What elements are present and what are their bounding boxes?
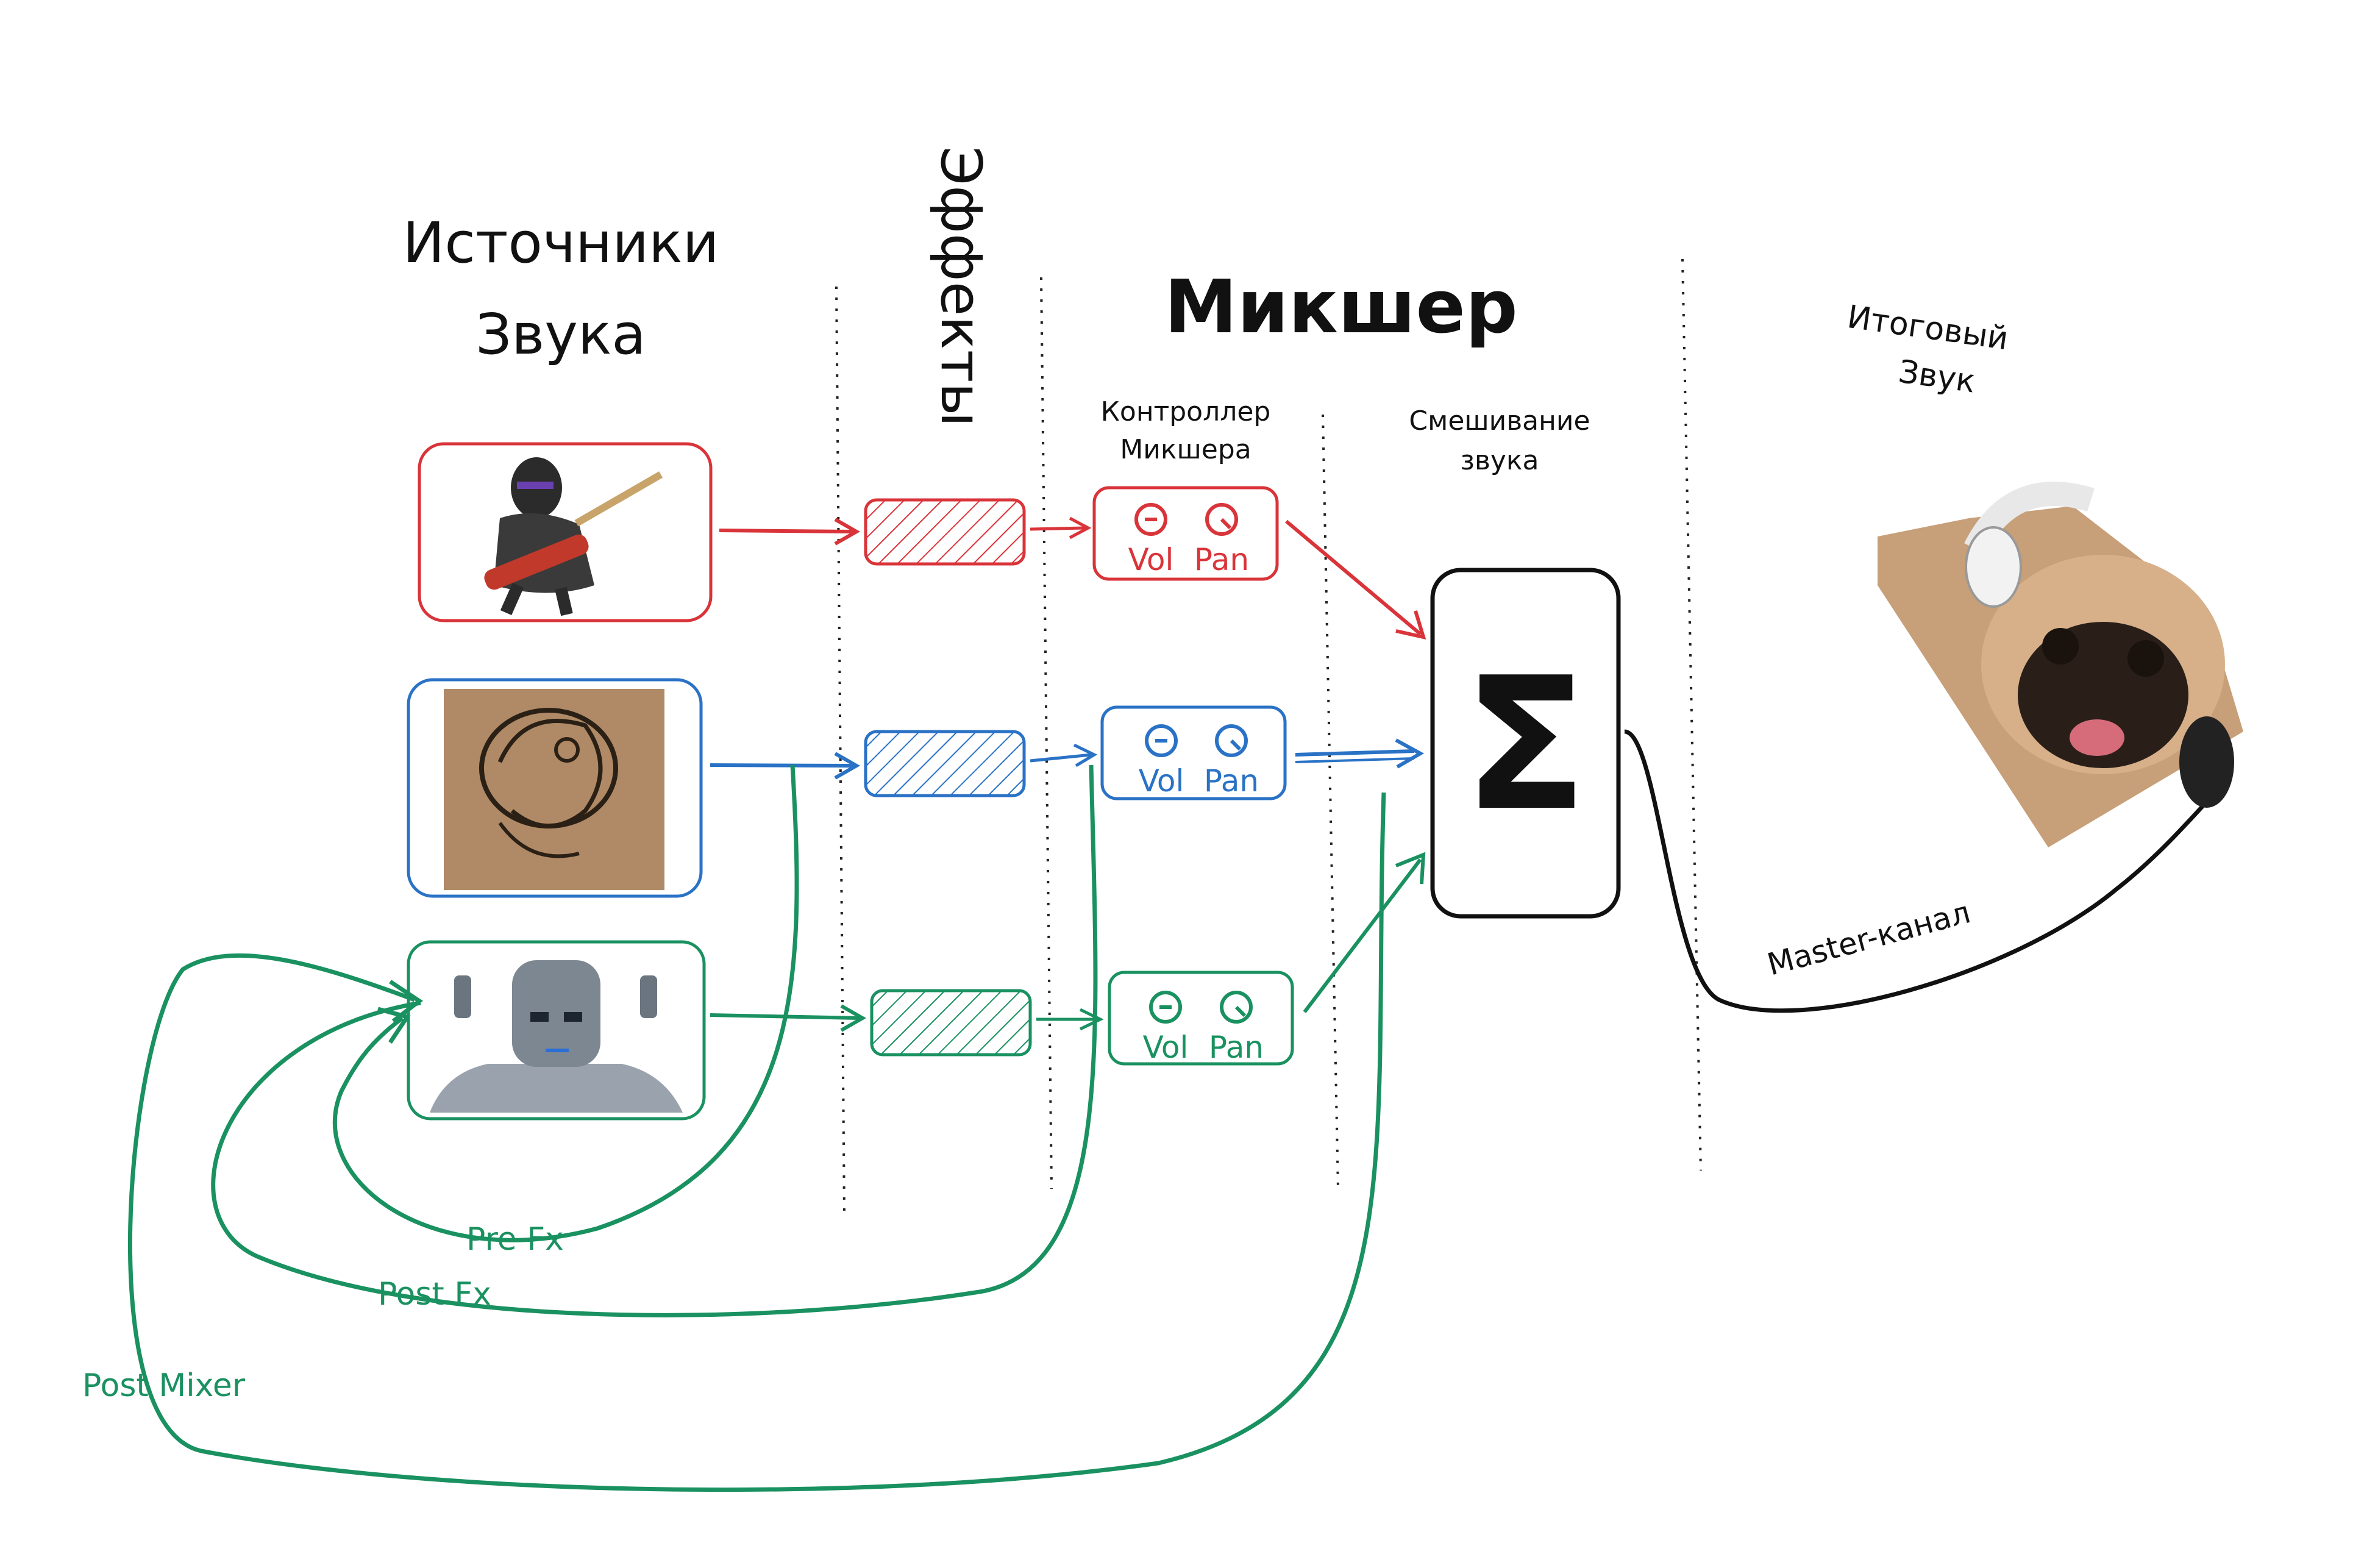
separator-effects-mixer: [1040, 277, 1053, 1189]
fx-block-2[interactable]: [864, 730, 1026, 797]
vol-label-3: Vol: [1143, 1030, 1189, 1065]
heading-sources-line1: Источники: [403, 210, 719, 276]
vol-label-2: Vol: [1139, 763, 1184, 799]
heading-output-line1: Итоговый: [1845, 299, 2010, 357]
heading-mixing-line2: звука: [1461, 445, 1539, 476]
fx-block-3[interactable]: [870, 989, 1032, 1057]
label-pre-fx: Pre Fx: [466, 1221, 564, 1258]
heading-output-line2: Звук: [1896, 354, 1978, 401]
pan-label-1: Pan: [1194, 542, 1249, 577]
master-cable: [1624, 729, 2227, 1013]
heading-mixer: Микшер: [1164, 265, 1518, 350]
pan-label-2: Pan: [1204, 763, 1259, 799]
sum-block: Σ: [1430, 568, 1621, 919]
controller-3[interactable]: [1108, 971, 1294, 1066]
routing-loops: [127, 764, 1386, 1492]
arrow-controller-2-to-sum: [1295, 749, 1415, 757]
sum-box[interactable]: [1430, 568, 1621, 919]
heading-mixing-line1: Смешивание: [1409, 405, 1590, 437]
heading-effects: Эффекты: [928, 146, 994, 427]
cyberman-robot-icon: [430, 960, 683, 1113]
vol-knob-1[interactable]: [1134, 503, 1167, 536]
separator-sources-effects: [835, 286, 846, 1214]
sum-symbol: Σ: [1463, 638, 1588, 851]
channel-1: Vol Pan: [418, 442, 1426, 640]
label-post-fx: Post Fx: [378, 1276, 491, 1313]
heading-controller-line1: Контроллер: [1101, 396, 1271, 427]
vol-knob-2[interactable]: [1145, 724, 1178, 757]
separator-controller-mixing: [1322, 414, 1339, 1189]
label-post-mixer: Post Mixer: [82, 1367, 246, 1404]
controller-1[interactable]: [1092, 486, 1279, 581]
pug-headphones-icon: [1878, 482, 2243, 847]
route-post-mixer: [127, 792, 1386, 1492]
arrow-controller-3-to-sum: [1303, 858, 1422, 1013]
separator-mixer-output: [1681, 258, 1702, 1171]
pan-knob-1[interactable]: [1205, 503, 1238, 536]
fish-sketch-icon: [444, 689, 664, 890]
column-separators: [835, 258, 1702, 1214]
headings: Источники Звука Эффекты Микшер Контролле…: [403, 146, 2011, 476]
heading-sources-line2: Звука: [475, 302, 646, 367]
channel-2: Vol Pan: [407, 678, 1425, 898]
arrow-source-1-to-fx: [719, 529, 854, 533]
fx-block-1[interactable]: [864, 498, 1026, 566]
arrow-controller-1-to-sum: [1285, 519, 1422, 636]
label-master-channel: Master-канал: [1764, 894, 1974, 982]
pan-knob-3[interactable]: [1220, 991, 1253, 1024]
vol-knob-3[interactable]: [1149, 991, 1182, 1024]
pan-label-3: Pan: [1209, 1030, 1264, 1065]
channel-3: Vol Pan: [407, 852, 1426, 1121]
route-post-fx: [211, 764, 1098, 1317]
pan-knob-2[interactable]: [1215, 724, 1248, 757]
route-pre-fx: [332, 764, 799, 1242]
gorilla-bass-icon: [484, 457, 663, 616]
vol-label-1: Vol: [1128, 542, 1174, 577]
heading-controller-line2: Микшера: [1120, 434, 1251, 465]
